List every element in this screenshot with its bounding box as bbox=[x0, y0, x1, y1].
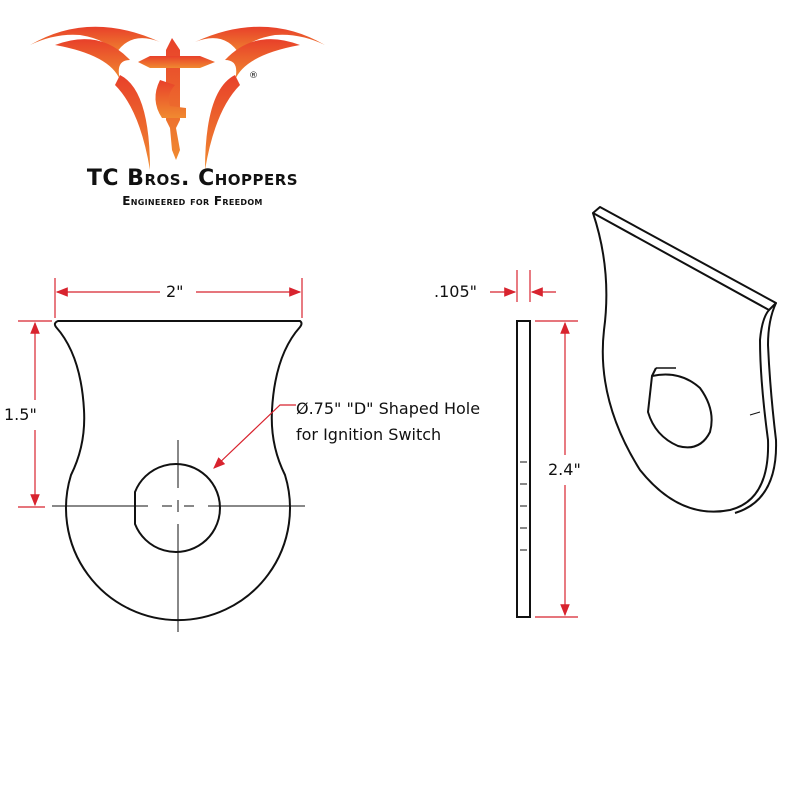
side-view bbox=[516, 320, 531, 618]
hole-callout-line2: for Ignition Switch bbox=[296, 425, 442, 444]
hole-callout: Ø.75" "D" Shaped Hole for Ignition Switc… bbox=[296, 396, 480, 448]
isometric-view bbox=[592, 206, 778, 514]
width-dimension-label: 2" bbox=[164, 282, 186, 301]
brand-name: TC Bros. Choppers bbox=[86, 166, 299, 191]
centerlines bbox=[52, 440, 305, 632]
brand-tagline: Engineered for Freedom bbox=[122, 194, 263, 208]
registered-mark: ® bbox=[249, 71, 258, 81]
front-view bbox=[53, 320, 303, 622]
length-dimension-label: 2.4" bbox=[546, 460, 583, 479]
hole-callout-line1: Ø.75" "D" Shaped Hole bbox=[296, 399, 481, 418]
height-dimension-label: 1.5" bbox=[2, 405, 39, 424]
dimension-lines bbox=[18, 270, 578, 618]
logo-emblem bbox=[30, 26, 325, 170]
thickness-dimension-label: .105" bbox=[432, 282, 479, 301]
